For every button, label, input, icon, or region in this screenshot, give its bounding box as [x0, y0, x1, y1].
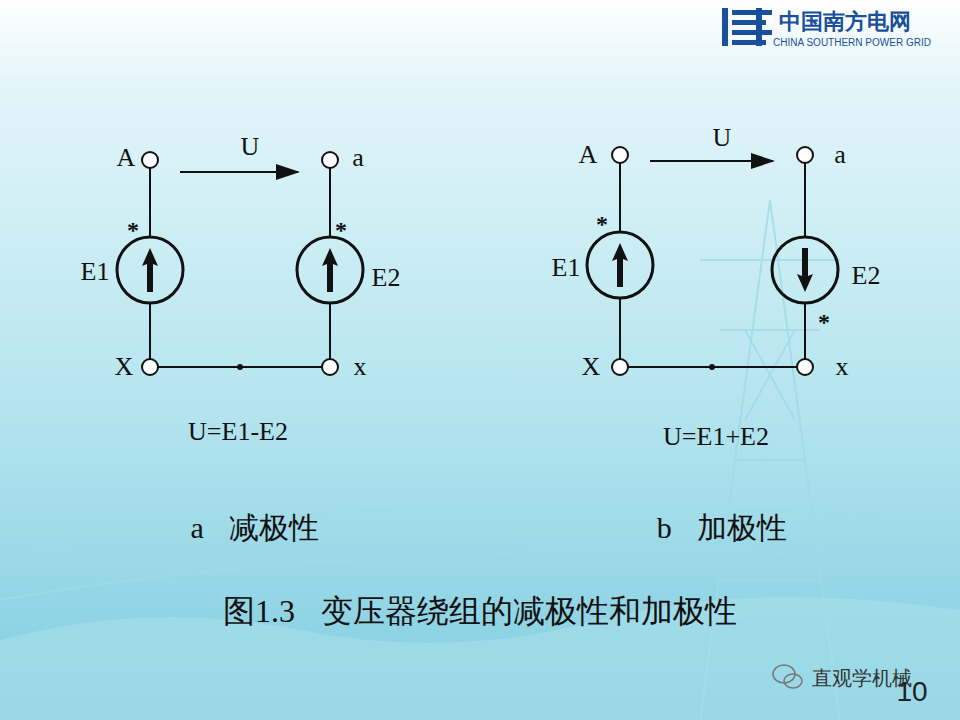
polarity-mark: * [596, 211, 608, 237]
page-number: 10 [896, 677, 927, 708]
polarity-mark: * [335, 217, 347, 243]
emf-label: E2 [852, 262, 881, 291]
source-e1 [117, 237, 183, 303]
terminal-label: X [582, 353, 601, 382]
emf-arrow [612, 243, 628, 287]
sub-caption: a 减极性 [191, 511, 320, 544]
terminal-label: A [579, 141, 598, 170]
logo-text: 中国南方电网 [779, 10, 911, 34]
tower-sketch [0, 200, 960, 720]
terminal-label: a [352, 144, 364, 173]
emf-arrow [797, 248, 813, 292]
figure-caption: 图1.3 变压器绕组的减极性和加极性 [223, 594, 737, 629]
formula: U=E1+E2 [663, 423, 769, 452]
right-circuit [587, 147, 838, 375]
formula: U=E1-E2 [188, 418, 288, 447]
emf-label: E2 [372, 264, 401, 293]
voltage-label: U [713, 124, 732, 153]
polarity-mark: * [127, 217, 139, 243]
terminal-label: a [834, 141, 846, 170]
source-e1 [587, 232, 653, 298]
emf-label: E1 [81, 258, 110, 287]
left-circuit [117, 152, 363, 375]
wechat-icon [773, 665, 802, 688]
emf-arrow [142, 248, 158, 292]
source-e2 [772, 237, 838, 303]
terminal-label: A [117, 144, 136, 173]
grid-logo [722, 8, 772, 46]
terminal-label: x [354, 353, 367, 382]
polarity-mark: * [818, 309, 830, 335]
sub-caption: b 加极性 [657, 511, 788, 544]
terminal-label: x [836, 353, 849, 382]
voltage-label: U [241, 133, 260, 162]
emf-label: E1 [552, 254, 581, 283]
terminal-label: X [115, 353, 134, 382]
logo-subtext: CHINA SOUTHERN POWER GRID [773, 37, 931, 48]
emf-arrow [322, 248, 338, 292]
source-e2 [297, 237, 363, 303]
